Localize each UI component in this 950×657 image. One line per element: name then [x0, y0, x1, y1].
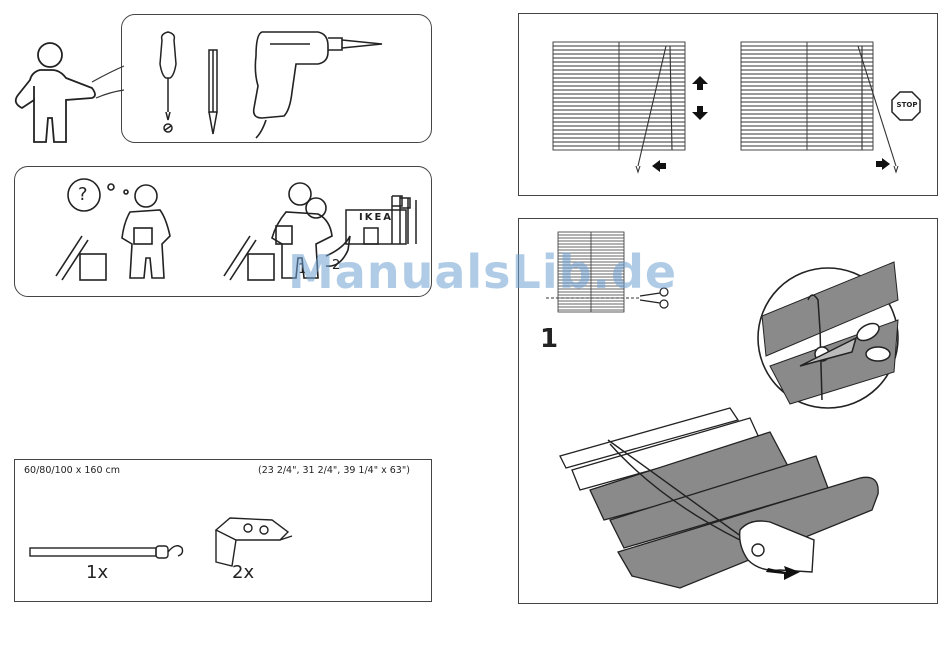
slats	[560, 408, 878, 588]
watermark: ManualsLib.de	[288, 245, 677, 299]
